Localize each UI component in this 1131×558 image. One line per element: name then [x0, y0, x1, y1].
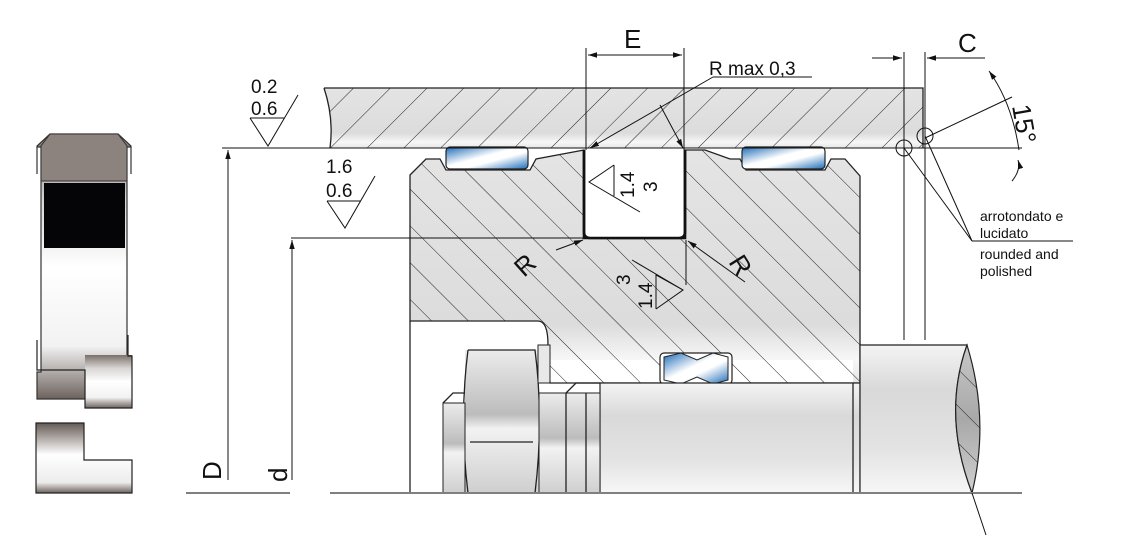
finish-flank-lower-ra: 1.4 — [636, 282, 657, 309]
edge-detail-circle-2 — [916, 127, 934, 145]
finish-bore-ra: 0.2 — [251, 77, 277, 98]
piston-section — [409, 149, 861, 384]
lock-nut — [442, 344, 601, 494]
finish-bore-rz: 0.6 — [251, 99, 277, 120]
seal-groove — [586, 151, 683, 237]
finish-flank-upper-ra: 1.4 — [618, 171, 639, 198]
surface-finish-bore: 0.2 0.6 — [249, 77, 299, 147]
note-en-line2: polished — [980, 263, 1032, 279]
note-it-line2: lucidato — [980, 225, 1028, 241]
finish-flank-upper-rz: 3 — [641, 181, 662, 192]
seal-profile-thumbnail — [35, 133, 133, 494]
housing-section — [323, 87, 924, 149]
seal-profile-cap — [40, 133, 128, 182]
dim-label-c: C — [958, 28, 977, 58]
edge-detail-circle-1 — [895, 139, 913, 157]
guide-ring-right — [741, 146, 826, 170]
piston-rod — [599, 343, 981, 495]
guide-ring-left — [445, 146, 529, 170]
seal-profile-foot — [35, 422, 133, 494]
seal-profile-core — [44, 183, 125, 248]
finish-groove-rz: 0.6 — [326, 181, 352, 202]
static-seal — [659, 352, 733, 385]
dim-label-e: E — [624, 24, 641, 54]
surface-finish-flank-upper: 1.4 3 — [588, 164, 662, 213]
finish-groove-ra: 1.6 — [326, 157, 352, 178]
surface-finish-flank-lower: 3 1.4 — [614, 259, 684, 310]
dim-label-rod-d: d — [263, 468, 293, 482]
note-en-line1: rounded and — [980, 246, 1059, 262]
dim-label-angle: 15° — [1006, 102, 1042, 146]
surface-finish-groove-bottom: 1.6 0.6 — [326, 157, 376, 229]
edge-finish-note: arrotondato e lucidato rounded and polis… — [980, 208, 1063, 279]
dim-label-bore-d: D — [197, 461, 227, 480]
dim-label-rmax: R max 0,3 — [709, 59, 796, 80]
note-it-line1: arrotondato e — [980, 208, 1063, 224]
finish-flank-lower-rz: 3 — [614, 274, 635, 285]
reference-lines — [186, 48, 1073, 536]
